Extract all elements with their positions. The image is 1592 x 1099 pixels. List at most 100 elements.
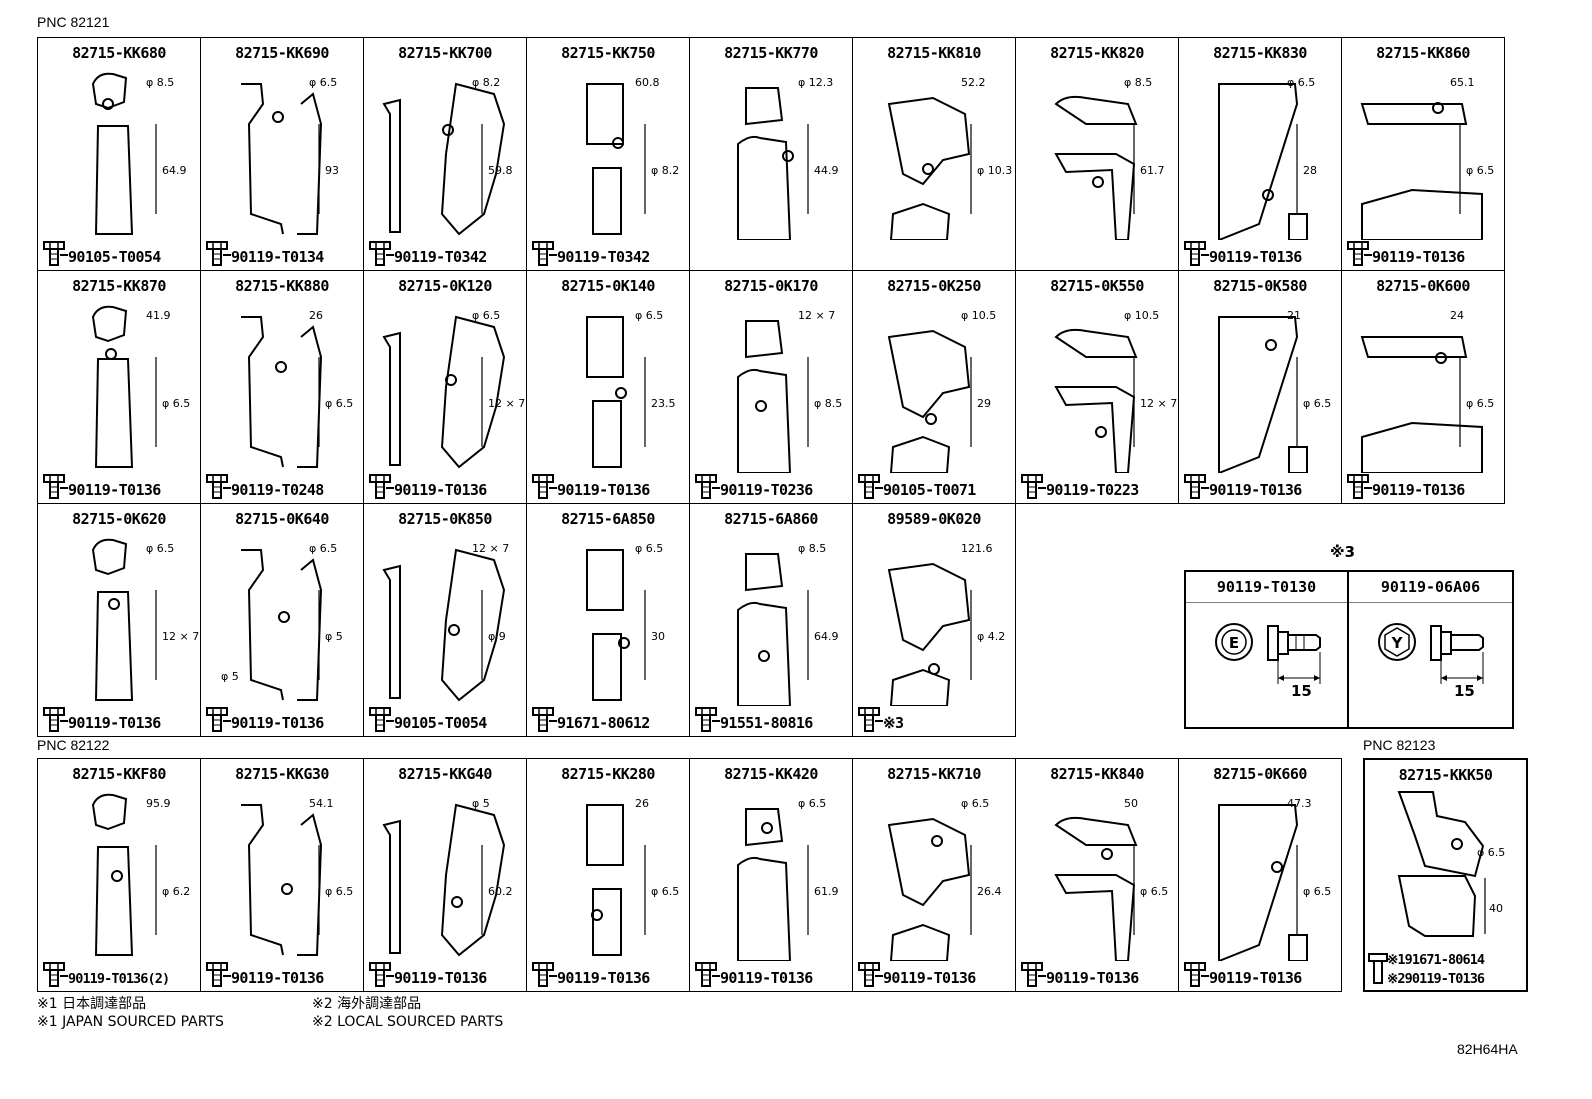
bracket-outline <box>382 803 506 957</box>
dimension-label: φ 6.5 <box>1466 164 1494 177</box>
bolt-part-number: 90119-T0136 <box>557 969 650 987</box>
bolt-icon <box>532 474 554 499</box>
part-number: 82715-KK840 <box>1050 765 1144 783</box>
part-number: 82715-KK830 <box>1213 44 1307 62</box>
part-number: 82715-KKF80 <box>72 765 166 783</box>
fastener-cell-0[interactable]: 90119-T0130 E 15 <box>1185 571 1349 728</box>
bracket-outline <box>737 87 792 240</box>
dimension-label: φ 6.5 <box>472 309 500 322</box>
part-number: 82715-0K550 <box>1050 277 1144 295</box>
bracket-drawing: 50φ 6.5 <box>1054 797 1168 961</box>
bolt-part-number: 90119-T0136(2) <box>68 971 170 987</box>
part-number: 82715-KKK50 <box>1398 766 1493 784</box>
leader-line <box>386 720 394 722</box>
mounting-hole <box>442 124 454 136</box>
bolt-part-number: 90119-T0342 <box>557 248 650 266</box>
bracket-outline <box>586 83 624 235</box>
part-number: 82715-KK750 <box>561 44 655 62</box>
diagram-reference-code: 82H64HA <box>1457 1041 1518 1057</box>
mounting-hole <box>445 374 457 386</box>
part-number: 82715-KK870 <box>72 277 166 295</box>
bolt-part-number: ※3 <box>883 714 904 732</box>
leader-line <box>549 975 557 977</box>
dimension-label: φ 8.5 <box>814 397 842 410</box>
leader-line <box>1364 254 1372 256</box>
dimension-label: 28 <box>1303 164 1317 177</box>
leader-line <box>223 254 231 256</box>
mounting-hole <box>272 111 284 123</box>
bolt-part-number: 91551-80816 <box>720 714 813 732</box>
mounting-hole <box>615 387 627 399</box>
bolt-part-number: 90119-T0136 <box>1209 248 1302 266</box>
dimension-label: 59.8 <box>488 164 513 177</box>
dimension-label: 54.1 <box>309 797 334 810</box>
fastener-length: 15 <box>1454 682 1475 700</box>
dimension-label: φ 8.5 <box>146 76 174 89</box>
part-number: 82715-0K850 <box>398 510 492 528</box>
bracket-drawing: φ 6.5φ 5φ 5 <box>221 542 343 701</box>
leader-line <box>875 487 883 489</box>
dimension-label: φ 4.2 <box>977 630 1005 643</box>
dimension-label: φ 6.5 <box>162 397 190 410</box>
leader-line <box>875 720 883 722</box>
fastener-cell-1[interactable]: 90119-06A06 Y 15 <box>1348 571 1514 728</box>
dimension-label: φ 8.2 <box>651 164 679 177</box>
bolt-part-number: 90119-T0136 <box>68 714 161 732</box>
part-number: 82715-KK820 <box>1050 44 1144 62</box>
dimension-label: φ 6.5 <box>798 797 826 810</box>
note-local-sourced-en: ※2 LOCAL SOURCED PARTS <box>312 1014 504 1030</box>
bolt-part-number: 90119-T0236 <box>720 481 813 499</box>
bolt-icon <box>532 241 554 266</box>
dimension-label: 12 × 7 <box>1140 397 1177 410</box>
bracket-drawing: φ 6.512 × 7 <box>382 309 525 469</box>
bolt-icon <box>43 241 65 266</box>
bolt-icon <box>1184 241 1206 266</box>
dimension-label: 26 <box>309 309 323 322</box>
mounting-hole <box>102 98 114 110</box>
dimension-label: 26.4 <box>977 885 1002 898</box>
leader-line <box>1364 487 1372 489</box>
bolt-part-number: 90119-T0248 <box>231 481 324 499</box>
mounting-hole <box>612 137 624 149</box>
bracket-drawing: φ 6.526.4 <box>887 797 1002 961</box>
dimension-label: φ 6.5 <box>1140 885 1168 898</box>
bracket-outline <box>91 72 134 235</box>
bracket-drawing: 52.2φ 10.3 <box>887 76 1012 240</box>
bolt-icon <box>695 474 717 499</box>
dimension-label: 64.9 <box>162 164 187 177</box>
bolt-icon <box>1184 962 1206 987</box>
